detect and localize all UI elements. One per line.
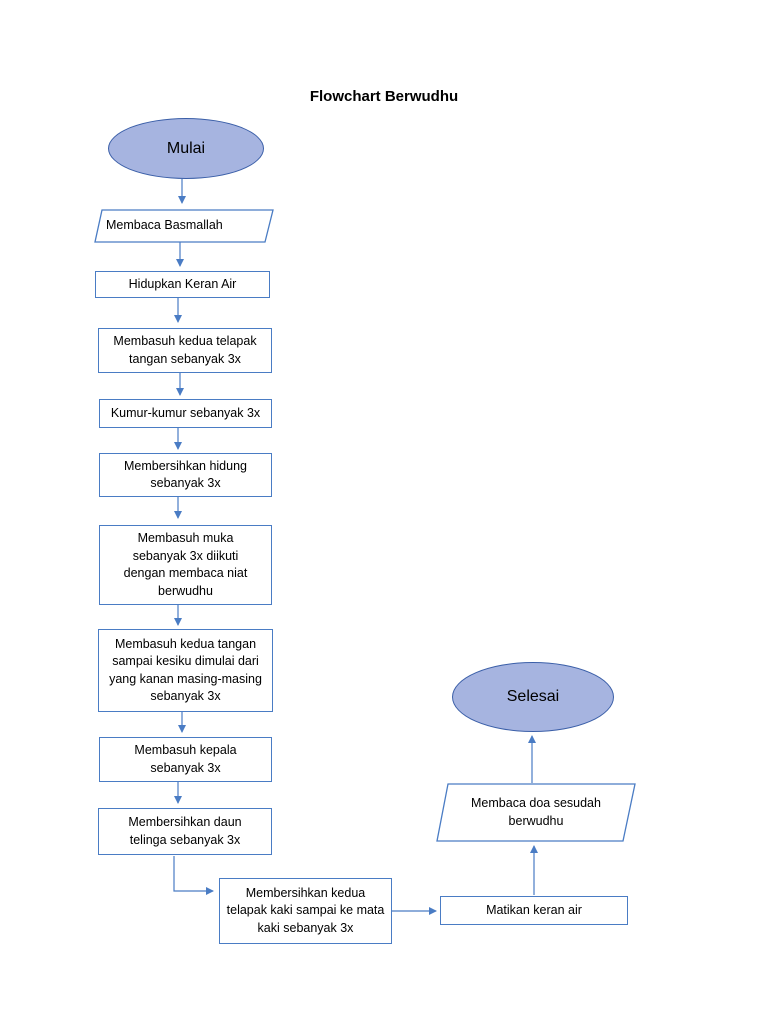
basmallah-io-shape bbox=[94, 209, 274, 243]
step-kaki-label: Membersihkan kedua telapak kaki sampai k… bbox=[226, 885, 385, 935]
step-muka: Membasuh muka sebanyak 3x diikuti dengan… bbox=[99, 525, 272, 605]
step-matikan-label: Matikan keran air bbox=[486, 902, 582, 917]
step-telinga-label: Membersihkan daun telinga sebanyak 3x bbox=[128, 815, 242, 847]
step-tangan-label: Membasuh kedua tangan sampai kesiku dimu… bbox=[109, 636, 262, 704]
step-matikan: Matikan keran air bbox=[440, 896, 628, 925]
diagram-title: Flowchart Berwudhu bbox=[309, 88, 459, 105]
step-muka-label: Membasuh muka sebanyak 3x diikuti dengan… bbox=[123, 531, 248, 598]
step-kepala: Membasuh kepala sebanyak 3x bbox=[99, 737, 272, 782]
step-keran: Hidupkan Keran Air bbox=[95, 271, 270, 298]
doa-io-shape bbox=[436, 783, 636, 842]
step-kaki: Membersihkan kedua telapak kaki sampai k… bbox=[219, 878, 392, 944]
step-telinga: Membersihkan daun telinga sebanyak 3x bbox=[98, 808, 272, 855]
start-label: Mulai bbox=[166, 139, 206, 157]
step-keran-label: Hidupkan Keran Air bbox=[128, 276, 237, 291]
doa-label: Membaca doa sesudah berwudhu bbox=[471, 796, 601, 828]
step-hidung: Membersihkan hidung sebanyak 3x bbox=[99, 453, 272, 497]
basmallah-label: Membaca Basmallah bbox=[106, 218, 223, 233]
end-terminal: Selesai bbox=[452, 662, 614, 732]
step-kumur: Kumur-kumur sebanyak 3x bbox=[99, 399, 272, 428]
step-tangan: Membasuh kedua tangan sampai kesiku dimu… bbox=[98, 629, 273, 712]
start-terminal: Mulai bbox=[108, 118, 264, 179]
step-kumur-label: Kumur-kumur sebanyak 3x bbox=[110, 405, 261, 420]
step-telapak-label: Membasuh kedua telapak tangan sebanyak 3… bbox=[113, 334, 257, 366]
step-telapak: Membasuh kedua telapak tangan sebanyak 3… bbox=[98, 328, 272, 373]
step-hidung-label: Membersihkan hidung sebanyak 3x bbox=[124, 458, 247, 491]
arrow-telinga-kaki bbox=[173, 856, 214, 895]
step-kepala-label: Membasuh kepala sebanyak 3x bbox=[134, 743, 237, 775]
end-label: Selesai bbox=[506, 688, 560, 706]
